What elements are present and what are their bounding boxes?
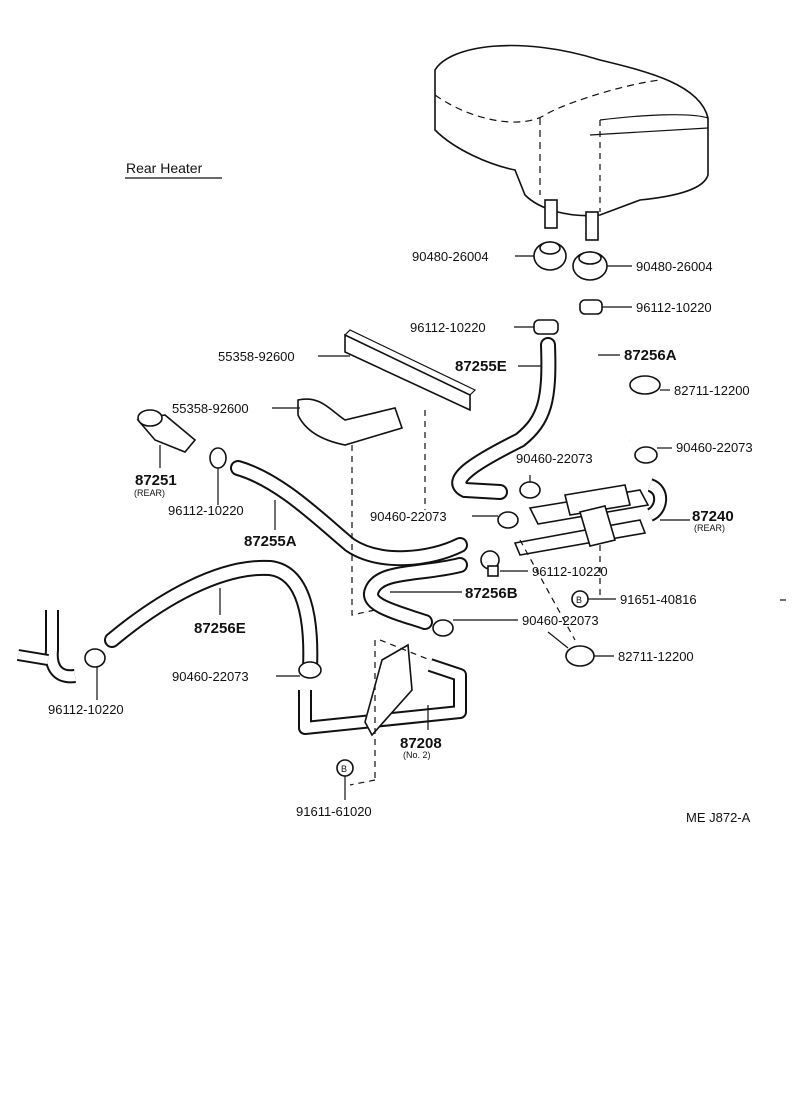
bolt-91611-marker: B xyxy=(341,764,347,774)
hose-87256e-label: 87256E xyxy=(194,620,246,637)
clamp-90460-mid: 90460-22073 xyxy=(370,509,519,529)
grommet-right: 90480-26004 xyxy=(572,251,713,281)
clip-96112-mid: 96112-10220 xyxy=(480,550,608,579)
clamp-90460-left-label: 90460-22073 xyxy=(172,669,249,684)
valve-87240-note: (REAR) xyxy=(694,523,725,533)
clamp-82711-upper: 82711-12200 xyxy=(629,375,750,398)
hose-87255a-label: 87255A xyxy=(244,533,297,550)
hose-87256e: 87256E xyxy=(104,559,319,676)
grommet-left-label: 90480-26004 xyxy=(412,249,489,264)
hose-87255e-label: 87255E xyxy=(455,358,507,375)
seal-upper-label: 55358-92600 xyxy=(218,349,295,364)
bolt-91651-label: 91651-40816 xyxy=(620,592,697,607)
clip-96112-left-label: 96112-10220 xyxy=(48,702,124,717)
seal-lower-label: 55358-92600 xyxy=(172,401,249,416)
valve-87251-label: 87251 xyxy=(135,472,177,489)
seal-lower: 55358-92600 xyxy=(172,398,404,446)
grommet-right-label: 90480-26004 xyxy=(636,259,713,274)
clip-left-valve: 96112-10220 xyxy=(168,447,244,518)
clamp-90460-right-label: 90460-22073 xyxy=(676,440,753,455)
hose-87256a-label: 87256A xyxy=(624,347,677,364)
clip-center-label: 96112-10220 xyxy=(410,320,486,335)
hose-87255a: 87255A xyxy=(230,460,468,567)
bolt-91611-label: 91611-61020 xyxy=(296,804,372,819)
valve-87240-label: 87240 xyxy=(692,508,734,525)
clamp-82711-lower-label: 82711-12200 xyxy=(618,649,694,664)
clip-96112-mid-label: 96112-10220 xyxy=(532,564,608,579)
clamp-90460-center-label: 90460-22073 xyxy=(516,451,593,466)
pipe-87208-label: 87208 xyxy=(400,735,442,752)
clip-96112-left: 96112-10220 xyxy=(48,648,124,717)
clip-top-right: 96112-10220 xyxy=(579,299,712,315)
valve-87251-note: (REAR) xyxy=(134,488,165,498)
bolt-91651-marker: B xyxy=(576,595,582,605)
clip-top-right-label: 96112-10220 xyxy=(636,300,712,315)
title-group: Rear Heater xyxy=(125,160,222,179)
bolt-91651: B 91651-40816 xyxy=(571,590,697,608)
pipe-87208: 87208 (No. 2) xyxy=(298,643,467,760)
clamp-90460-lower-label: 90460-22073 xyxy=(522,613,599,628)
clamp-90460-right: 90460-22073 xyxy=(634,440,753,464)
connector-pipe-left xyxy=(17,610,76,684)
pipe-87208-note: (No. 2) xyxy=(403,750,431,760)
clamp-82711-lower: 82711-12200 xyxy=(547,631,694,667)
clip-center: 96112-10220 xyxy=(410,319,559,335)
hose-87256b: 87256B xyxy=(363,557,518,630)
assembly-lines xyxy=(349,410,790,786)
grommet-left: 90480-26004 xyxy=(412,241,567,271)
bolt-91611: B 91611-61020 xyxy=(296,759,372,819)
hose-87256b-label: 87256B xyxy=(465,585,518,602)
rear-heater-unit xyxy=(434,44,709,241)
clamp-82711-upper-label: 82711-12200 xyxy=(674,383,750,398)
hose-87255e: 87255E xyxy=(451,337,557,500)
clamp-90460-mid-label: 90460-22073 xyxy=(370,509,447,524)
diagram-code: ME J872-A xyxy=(686,810,751,825)
clamp-90460-lower: 90460-22073 xyxy=(432,613,599,637)
clamp-90460-left: 90460-22073 xyxy=(172,661,322,684)
clamp-90460-center: 90460-22073 xyxy=(516,451,593,499)
diagram-title: Rear Heater xyxy=(126,160,203,176)
seal-upper: 55358-92600 xyxy=(218,329,477,412)
hose-87256a: 87256A xyxy=(576,329,677,445)
valve-87251: 87251 (REAR) xyxy=(134,409,197,498)
clip-left-valve-label: 96112-10220 xyxy=(168,503,244,518)
valve-87240: 87240 (REAR) xyxy=(513,478,734,556)
